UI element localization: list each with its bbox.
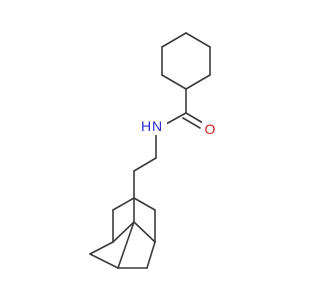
ring-bond-2	[185, 32, 211, 48]
cage-bond-10	[89, 253, 119, 269]
hydrogen-atom-label: H	[141, 118, 151, 134]
chain-bond-1	[133, 157, 157, 172]
ring-bond-5	[161, 74, 187, 90]
amide-bond	[165, 112, 187, 125]
ring-bond-4	[185, 74, 211, 90]
structure-diagram: H N O	[89, 32, 218, 269]
carbonyl-double-bond-b	[182, 117, 201, 129]
carbonyl-double-bond-a	[185, 112, 204, 124]
cage-bond-2	[133, 197, 156, 211]
atom-label-layer: H N O	[137, 117, 218, 138]
cage-bond-9	[146, 241, 156, 269]
cage-bond-12	[117, 221, 135, 269]
cage-bond-6	[112, 221, 135, 243]
nitrogen-atom-label: N	[152, 118, 162, 134]
bond-layer	[89, 32, 211, 269]
oxygen-atom-label: O	[205, 121, 216, 137]
cage-bond-1	[112, 197, 135, 211]
molecule-drawing: H N O	[89, 32, 218, 269]
cage-bond-7	[133, 221, 156, 243]
ring-bond-1	[161, 32, 187, 48]
cage-bond-8	[89, 241, 114, 255]
nh-label-background	[137, 117, 167, 135]
oxygen-label-background	[202, 120, 218, 138]
